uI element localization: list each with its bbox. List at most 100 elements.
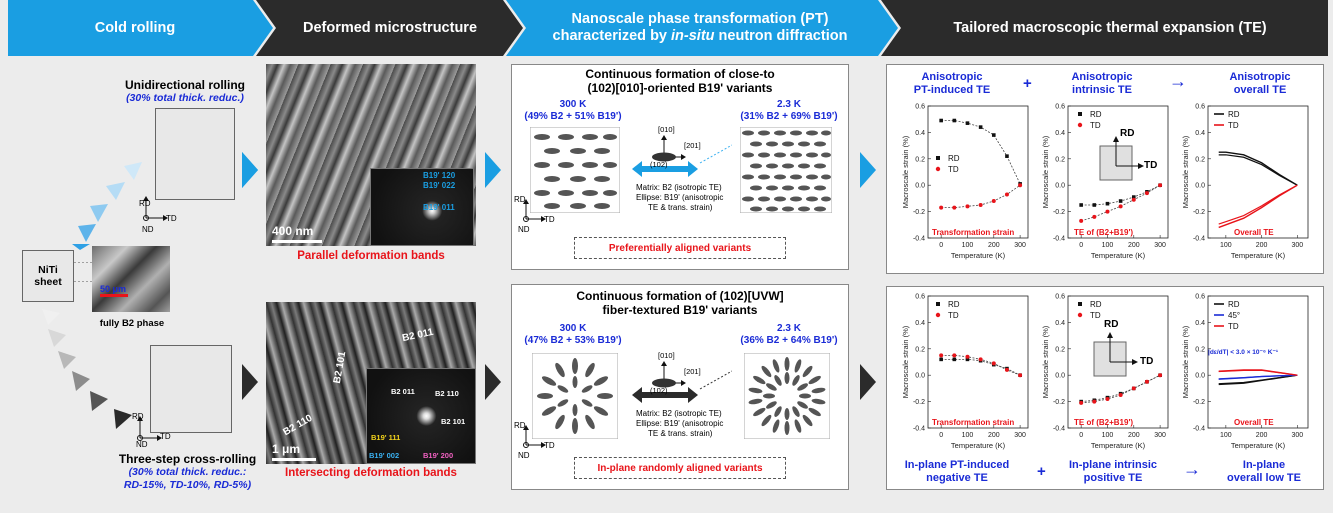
data-point-td	[978, 203, 983, 207]
te-bot-f1a: In-plane PT-induced	[904, 459, 1010, 471]
sheet-connector-lines	[74, 262, 94, 282]
pt-bot-matrix-line2: Ellipse: B19' (anisotropic	[636, 419, 724, 428]
data-point-td	[1131, 386, 1136, 391]
cross-rolling-title: Three-step cross-rolling	[118, 452, 257, 466]
data-point-td	[1018, 373, 1023, 378]
y-tick-label: 0.4	[1195, 320, 1205, 327]
fully-b2-label: fully B2 phase	[99, 318, 165, 329]
header-step-3-line2: characterized by in-situ neutron diffrac…	[553, 28, 848, 45]
sad-bot-label-5: B19' 002	[369, 451, 400, 460]
header-step-1-bg	[8, 0, 273, 56]
y-axis-label: Macroscale strain (%)	[1181, 135, 1190, 208]
y-tick-label: -0.4	[1053, 236, 1065, 243]
header-step-3-italic: in-situ	[671, 28, 715, 44]
x-tick-label: 300	[1154, 242, 1166, 249]
y-tick-label: 0.2	[1195, 346, 1205, 353]
y-axis-label: Macroscale strain (%)	[1181, 325, 1190, 398]
x-tick-label: 300	[1291, 242, 1303, 249]
y-tick-label: 0.2	[915, 156, 925, 163]
x-tick-label: 200	[988, 242, 1000, 249]
x-axis-label: Temperature (K)	[951, 251, 1006, 260]
legend-label: TD	[1228, 121, 1239, 130]
arrow-bot-1	[242, 364, 258, 400]
pt-top-title1: Continuous formation of close-to	[585, 67, 775, 81]
cross-rolling-sub1: (30% total thick. reduc.:	[128, 466, 247, 478]
pt-bot-crystal-schematic	[632, 361, 732, 403]
data-point-td	[1131, 197, 1136, 202]
data-point-td	[1079, 400, 1084, 405]
legend-label: RD	[1228, 300, 1240, 309]
te-top-label1: Transformation strain	[932, 228, 1015, 237]
data-point-td	[1105, 209, 1110, 214]
plot-frame	[927, 295, 1029, 429]
x-tick-label: 300	[1291, 432, 1303, 439]
series-line-TD	[1218, 184, 1298, 229]
data-point-td	[1105, 396, 1110, 401]
data-point-td	[1092, 399, 1097, 404]
data-point-rd	[1005, 154, 1009, 158]
x-tick-label: 0	[1079, 242, 1083, 249]
y-tick-label: -0.4	[1193, 426, 1205, 433]
te-top-label3: Overall TE	[1234, 228, 1274, 237]
cross-rolled-sheet	[150, 345, 232, 433]
pt-top-left-temp: 300 K	[559, 99, 587, 110]
plot-frame	[1207, 295, 1309, 429]
data-point-td	[1158, 373, 1163, 378]
data-point-rd	[939, 357, 943, 362]
pt-bot-axis-201: [201]	[684, 367, 701, 376]
x-tick-label: 0	[1079, 432, 1083, 439]
y-tick-label: 0.6	[915, 294, 925, 301]
series-line-return-RD	[1218, 154, 1298, 186]
header-step-1: Cold rolling	[94, 19, 176, 36]
arrow-bot-3	[860, 364, 876, 400]
legend-swatch	[1077, 122, 1083, 128]
x-tick-label: 300	[1014, 242, 1026, 249]
pt-bot-matrix-line1: Matrix: B2 (isotropic TE)	[636, 409, 722, 418]
te-bot-f2a: In-plane intrinsic	[1068, 459, 1157, 471]
tem-intersecting-bands: B2 011 B2 101 B2 110 B2 011 B2 110 B2 10…	[266, 302, 476, 464]
y-tick-label: -0.2	[1193, 209, 1205, 216]
pt-top-axis-102: (102)	[650, 160, 668, 169]
x-tick-label: 100	[962, 242, 974, 249]
x-axis-label: Temperature (K)	[1091, 441, 1146, 450]
pt-top-matrix-line1: Matrix: B2 (isotropic TE)	[636, 183, 722, 192]
niti-sheet-label2: sheet	[34, 276, 62, 288]
data-point-td	[978, 357, 983, 362]
y-tick-label: -0.2	[913, 209, 925, 216]
series-line-return-TD	[1218, 184, 1298, 225]
header-step-3-pre: characterized by	[552, 28, 672, 44]
legend-label: RD	[1228, 110, 1240, 119]
cross-axis-td: TD	[160, 432, 171, 441]
te-top-h3b: overall TE	[1233, 84, 1287, 96]
data-point-td	[1092, 214, 1097, 219]
data-point-td	[1144, 191, 1149, 196]
y-tick-label: -0.2	[1053, 209, 1065, 216]
sad-bot-label-3: B2 101	[441, 417, 466, 426]
legend-label: RD	[948, 154, 960, 163]
intersecting-bands-caption: Intersecting deformation bands	[285, 467, 457, 479]
data-point-td	[965, 204, 970, 209]
legend-swatch	[1078, 112, 1082, 116]
te-bot-plus: +	[1037, 463, 1046, 480]
y-tick-label: -0.2	[1193, 399, 1205, 406]
y-tick-label: 0.0	[1195, 373, 1205, 380]
b2-scale-label: 50 μm	[100, 284, 127, 294]
header-step-4-bg	[881, 0, 1328, 56]
cross-axis-nd: ND	[136, 440, 148, 449]
y-axis-label: Macroscale strain (%)	[1041, 135, 1050, 208]
pt-bot-matrix-line3: TE & trans. strain)	[648, 429, 713, 438]
y-tick-label: 0.0	[1055, 183, 1065, 190]
data-point-td	[1018, 183, 1023, 188]
data-point-rd	[978, 125, 983, 129]
legend-label: TD	[948, 311, 959, 320]
pt-bot-axis-102: (102)	[650, 386, 668, 395]
legend-label: RD	[1090, 300, 1102, 309]
pt-bot-right-frac: (36% B2 + 64% B19')	[740, 335, 838, 346]
b2-scale-bar	[100, 294, 128, 297]
pt-top-td: TD	[544, 215, 555, 224]
data-point-td	[991, 361, 996, 366]
data-point-td	[939, 205, 944, 210]
x-tick-label: 200	[1128, 242, 1140, 249]
